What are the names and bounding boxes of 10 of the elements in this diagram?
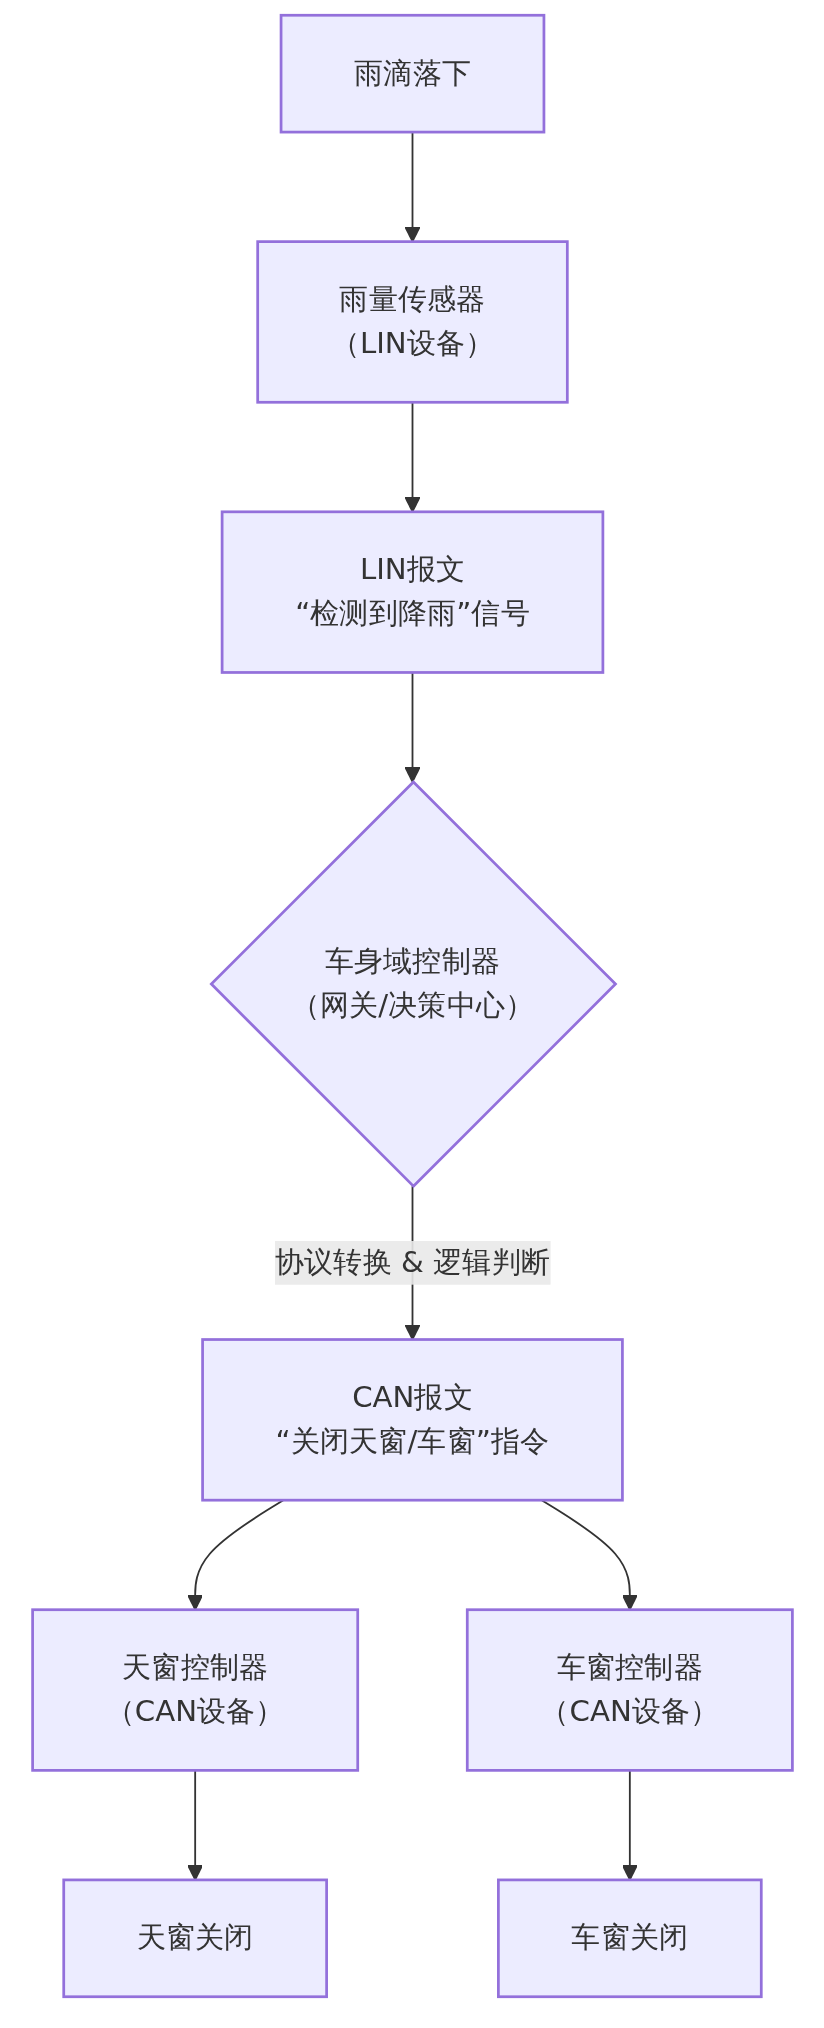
node-box: 雨滴落下 (279, 13, 545, 134)
node-box: 雨量传感器 （LIN设备） (255, 240, 569, 404)
node-box: 车窗控制器 （CAN设备） (465, 1608, 794, 1772)
node-diamond: 车身域控制器 （网关/决策中心） (208, 780, 617, 1189)
node-box: 车窗关闭 (496, 1878, 763, 1999)
node-box: CAN报文 “关闭天窗/车窗”指令 (200, 1338, 624, 1502)
node-box: LIN报文 “检测到降雨”信号 (220, 510, 604, 674)
edge-label: 协议转换 & 逻辑判断 (274, 1244, 550, 1280)
node-box: 天窗关闭 (61, 1878, 328, 1999)
node-box: 天窗控制器 （CAN设备） (30, 1608, 359, 1772)
